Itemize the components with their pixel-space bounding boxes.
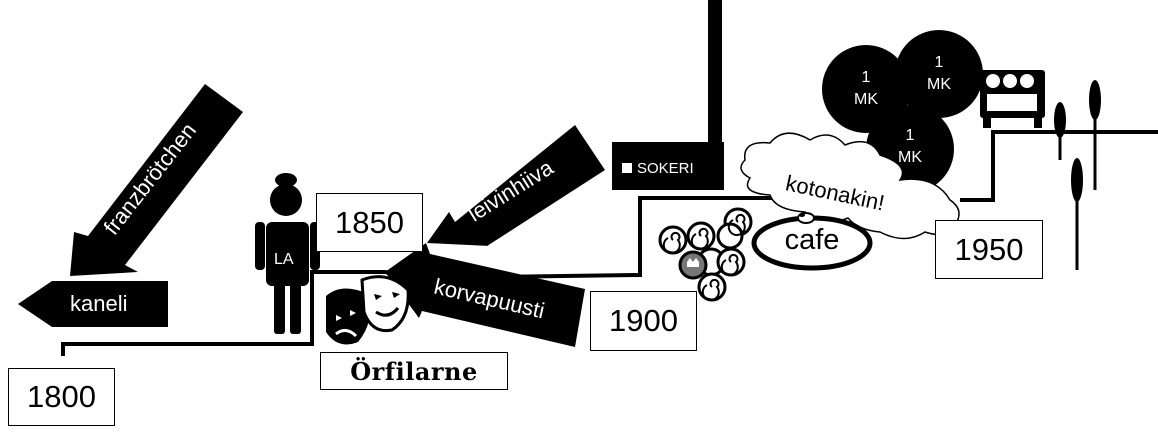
- wheat-icon: [1054, 80, 1101, 270]
- coin-2-unit: MK: [927, 76, 951, 93]
- coin-1-number: 1: [861, 69, 871, 86]
- cafe-label: cafe: [784, 224, 840, 256]
- orfilarne-box: Örfilarne: [320, 352, 508, 390]
- coffee-cup-icon: [751, 212, 873, 271]
- coin-2-number: 1: [934, 54, 944, 71]
- chef-icon: [255, 173, 320, 334]
- timeline-line-right: [960, 130, 1158, 202]
- coin-1-value: 1 MK: [841, 67, 891, 111]
- kaneli-label: kaneli: [70, 291, 128, 316]
- kaneli-arrow: [18, 281, 168, 327]
- cinnamon-roll-icon: [658, 207, 753, 302]
- coin-3-value: 1 MK: [885, 125, 935, 169]
- korvapuusti-arrow: [385, 243, 585, 347]
- chef-label: LA: [274, 251, 294, 268]
- leivinhiiva-arrow: [427, 125, 605, 246]
- franzbrotchen-arrow: [70, 84, 243, 276]
- year-1850: 1850: [316, 193, 423, 252]
- year-1900: 1900: [590, 291, 697, 351]
- coin-3-number: 1: [905, 127, 915, 144]
- factory-label: SOKERI: [637, 160, 694, 177]
- coin-1-unit: MK: [854, 91, 878, 108]
- oven-icon: [980, 70, 1045, 128]
- coin-2-value: 1 MK: [914, 52, 964, 96]
- year-1800: 1800: [8, 368, 115, 426]
- year-1950: 1950: [935, 220, 1043, 279]
- theatre-masks-icon: [326, 275, 410, 345]
- coin-icon: [822, 30, 983, 193]
- factory-icon: [612, 0, 724, 190]
- coin-3-unit: MK: [898, 149, 922, 166]
